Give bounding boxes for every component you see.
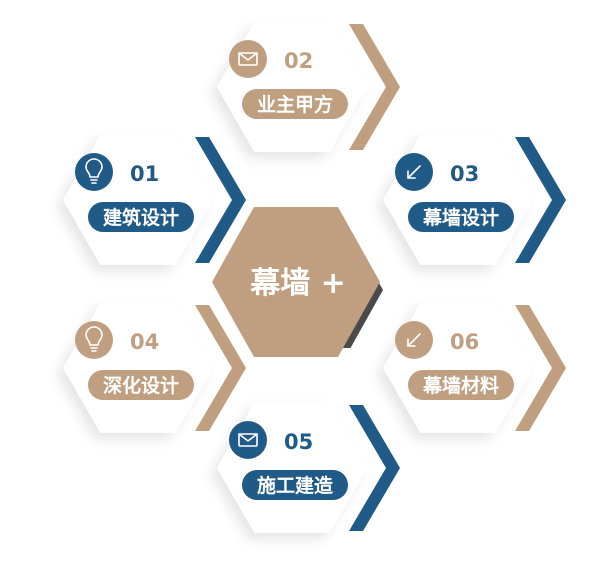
node-06: 06 幕墙材料	[383, 303, 566, 433]
node-chevron	[349, 24, 400, 150]
center-hexagon-shape	[212, 207, 380, 357]
node-label: 业主甲方	[257, 93, 333, 116]
lightbulb-icon	[85, 158, 103, 184]
node-02: 02 业主甲方	[217, 22, 400, 152]
node-hexagon	[63, 303, 213, 433]
node-04: 04 深化设计	[63, 303, 246, 433]
node-label: 幕墙设计	[422, 206, 499, 229]
node-label: 建筑设计	[103, 206, 179, 229]
node-hexagon	[63, 135, 213, 265]
node-number: 01	[130, 162, 159, 186]
node-hexagon	[383, 135, 533, 265]
node-chevron	[195, 137, 246, 263]
node-05: 05 施工建造	[217, 403, 400, 533]
node-number: 04	[130, 330, 159, 354]
icon-badge	[75, 153, 113, 191]
node-number: 02	[284, 49, 313, 73]
node-label: 施工建造	[257, 474, 334, 497]
node-label-pill	[88, 370, 194, 400]
node-hexagon	[217, 22, 367, 152]
node-03: 03 幕墙设计	[383, 135, 566, 265]
icon-badge	[75, 321, 113, 359]
node-label-pill	[88, 202, 194, 232]
arrow-down-left-icon	[407, 165, 421, 179]
node-chevron	[195, 305, 246, 431]
node-chevron	[515, 305, 566, 431]
center-title: 幕墙 +	[249, 266, 346, 301]
arrow-down-left-icon	[407, 333, 421, 347]
node-label-pill	[242, 89, 348, 119]
node-chevron	[515, 137, 566, 263]
lightbulb-icon	[85, 326, 103, 352]
node-number: 05	[284, 430, 313, 454]
mail-icon	[238, 52, 258, 66]
node-chevron	[349, 405, 400, 531]
node-number: 06	[450, 330, 479, 354]
node-label: 幕墙材料	[422, 374, 499, 397]
node-number: 03	[450, 162, 479, 186]
node-01: 01 建筑设计	[63, 135, 246, 265]
node-label-pill	[408, 202, 514, 232]
node-hexagon	[383, 303, 533, 433]
node-label-pill	[242, 470, 348, 500]
node-label: 深化设计	[103, 374, 179, 397]
node-hexagon	[217, 403, 367, 533]
node-label-pill	[408, 370, 514, 400]
center-hexagon: 幕墙 +	[212, 207, 383, 357]
mail-icon	[238, 433, 258, 447]
